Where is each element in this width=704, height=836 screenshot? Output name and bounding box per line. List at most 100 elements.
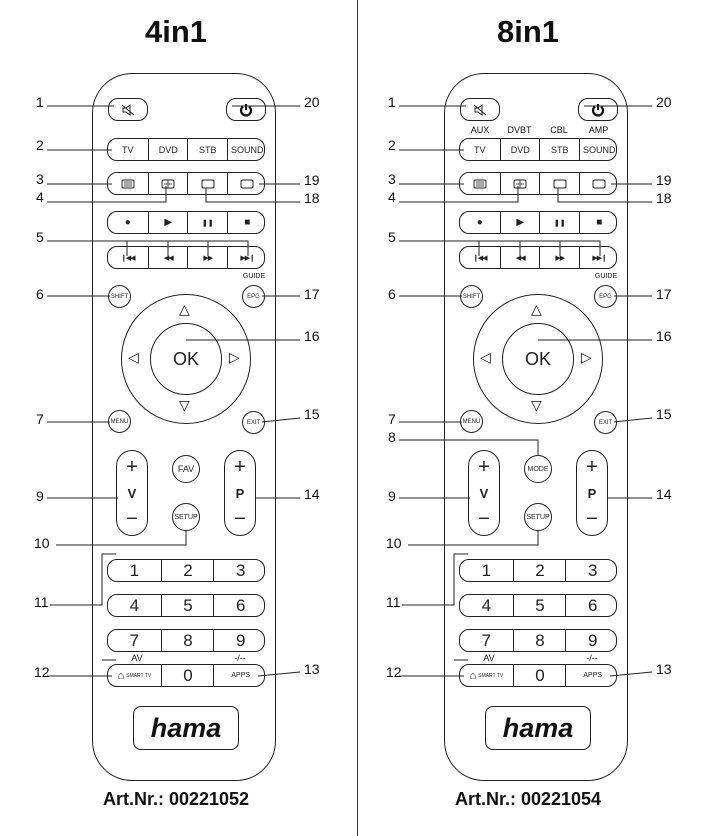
digit-button-5[interactable]: 5 bbox=[512, 595, 567, 616]
source-sublabel: AMP bbox=[588, 125, 609, 135]
program-down-button[interactable]: − bbox=[586, 508, 598, 530]
digit-button-7[interactable]: 7 bbox=[481, 630, 492, 650]
teletext-button[interactable] bbox=[460, 173, 500, 194]
source-button-dvd[interactable]: DVD bbox=[147, 139, 189, 160]
rewind-button[interactable]: ◀◀ bbox=[499, 247, 541, 268]
epg-button[interactable]: EPG bbox=[242, 285, 265, 308]
mode-button[interactable]: MODE bbox=[524, 455, 552, 483]
teletext-mix-button[interactable] bbox=[499, 173, 541, 194]
digit-button-8[interactable]: 8 bbox=[160, 630, 215, 651]
menu-button[interactable]: MENU bbox=[460, 410, 483, 433]
mute-button[interactable] bbox=[460, 98, 500, 121]
menu-button[interactable]: MENU bbox=[108, 410, 131, 433]
previous-icon: ❙◀◀ bbox=[120, 254, 136, 262]
teletext-button[interactable] bbox=[108, 173, 148, 194]
smart-tv-button[interactable]: ⌂SMART TV bbox=[108, 665, 161, 686]
apps-button[interactable]: APPS bbox=[213, 665, 267, 686]
apps-button[interactable]: APPS bbox=[565, 665, 619, 686]
previous-button[interactable]: ❙◀◀ bbox=[108, 247, 148, 268]
forward-button[interactable]: ▶▶ bbox=[539, 247, 580, 268]
screen-icon bbox=[592, 179, 606, 188]
source-button-dvd[interactable]: DVD bbox=[499, 139, 541, 160]
arrow-right-icon[interactable]: ▷ bbox=[229, 349, 240, 365]
arrow-down-icon[interactable]: ▽ bbox=[531, 397, 542, 413]
teletext-mix-button[interactable] bbox=[147, 173, 189, 194]
arrow-left-icon[interactable]: ◁ bbox=[128, 349, 139, 365]
digit-button-0[interactable]: 0 bbox=[512, 665, 567, 686]
rewind-button[interactable]: ◀◀ bbox=[147, 247, 189, 268]
volume-down-button[interactable]: − bbox=[478, 508, 490, 530]
program-up-button[interactable]: + bbox=[586, 456, 598, 478]
source-button-stb[interactable]: STB bbox=[539, 139, 580, 160]
ok-button[interactable]: OK bbox=[502, 323, 574, 395]
digit-button-2[interactable]: 2 bbox=[512, 560, 567, 581]
digit-button-4[interactable]: 4 bbox=[481, 595, 492, 615]
source-button-stb[interactable]: STB bbox=[187, 139, 228, 160]
source-button-sound[interactable]: SOUND bbox=[578, 139, 620, 160]
next-button[interactable]: ▶▶❙ bbox=[226, 247, 268, 268]
volume-up-button[interactable]: + bbox=[478, 456, 490, 478]
digit-button-2[interactable]: 2 bbox=[160, 560, 215, 581]
power-button[interactable] bbox=[226, 98, 266, 121]
program-down-button[interactable]: − bbox=[234, 508, 246, 530]
next-icon: ▶▶❙ bbox=[240, 254, 255, 262]
stop-button[interactable]: ■ bbox=[226, 212, 268, 233]
setup-button[interactable]: SETUP bbox=[524, 503, 552, 531]
digit-button-1[interactable]: 1 bbox=[129, 560, 140, 580]
smart-tv-button[interactable]: ⌂SMART TV bbox=[460, 665, 513, 686]
fav-button[interactable]: FAV bbox=[172, 455, 200, 483]
previous-button[interactable]: ❙◀◀ bbox=[460, 247, 500, 268]
arrow-left-icon[interactable]: ◁ bbox=[480, 349, 491, 365]
stop-icon: ■ bbox=[244, 217, 251, 228]
mute-button[interactable] bbox=[108, 98, 148, 121]
volume-up-button[interactable]: + bbox=[126, 456, 138, 478]
shift-button[interactable]: SHIFT bbox=[108, 285, 131, 308]
digit-button-4[interactable]: 4 bbox=[129, 595, 140, 615]
record-icon: ● bbox=[476, 217, 483, 228]
record-button[interactable]: ● bbox=[460, 212, 500, 233]
program-up-button[interactable]: + bbox=[234, 456, 246, 478]
digit-button-5[interactable]: 5 bbox=[160, 595, 215, 616]
digit-button-8[interactable]: 8 bbox=[512, 630, 567, 651]
next-button[interactable]: ▶▶❙ bbox=[578, 247, 620, 268]
digit-button-1[interactable]: 1 bbox=[481, 560, 492, 580]
digit-button-3[interactable]: 3 bbox=[565, 560, 619, 581]
setup-button[interactable]: SETUP bbox=[172, 503, 200, 531]
pause-button[interactable]: ❚❚ bbox=[539, 212, 580, 233]
arrow-up-icon[interactable]: △ bbox=[179, 301, 190, 317]
exit-button[interactable]: EXIT bbox=[594, 411, 617, 434]
arrow-up-icon[interactable]: △ bbox=[531, 301, 542, 317]
screen-button[interactable] bbox=[226, 173, 268, 194]
screen-button[interactable] bbox=[578, 173, 620, 194]
teletext-off-button[interactable] bbox=[187, 173, 228, 194]
exit-button[interactable]: EXIT bbox=[242, 411, 265, 434]
power-button[interactable] bbox=[578, 98, 618, 121]
digit-button-0[interactable]: 0 bbox=[160, 665, 215, 686]
source-button-tv[interactable]: TV bbox=[121, 144, 134, 155]
volume-down-button[interactable]: − bbox=[126, 508, 138, 530]
source-button-tv[interactable]: TV bbox=[473, 144, 486, 155]
digit-button-6[interactable]: 6 bbox=[565, 595, 619, 616]
arrow-down-icon[interactable]: ▽ bbox=[179, 397, 190, 413]
epg-button[interactable]: EPG bbox=[594, 285, 617, 308]
source-button-sound[interactable]: SOUND bbox=[226, 139, 268, 160]
forward-button[interactable]: ▶▶ bbox=[187, 247, 228, 268]
digit-button-7[interactable]: 7 bbox=[129, 630, 140, 650]
shift-button[interactable]: SHIFT bbox=[460, 285, 483, 308]
arrow-right-icon[interactable]: ▷ bbox=[581, 349, 592, 365]
ok-button[interactable]: OK bbox=[150, 323, 222, 395]
pause-button[interactable]: ❚❚ bbox=[187, 212, 228, 233]
digit-button-9[interactable]: 9 bbox=[565, 630, 619, 651]
callout-11: 11 bbox=[34, 594, 49, 610]
digit-button-3[interactable]: 3 bbox=[213, 560, 267, 581]
play-button[interactable]: ▶ bbox=[147, 212, 189, 233]
digit-button-6[interactable]: 6 bbox=[213, 595, 267, 616]
stop-button[interactable]: ■ bbox=[578, 212, 620, 233]
digit-button-9[interactable]: 9 bbox=[213, 630, 267, 651]
teletext-mix-icon bbox=[161, 179, 175, 188]
play-button[interactable]: ▶ bbox=[499, 212, 541, 233]
teletext-off-button[interactable] bbox=[539, 173, 580, 194]
record-button[interactable]: ● bbox=[108, 212, 148, 233]
